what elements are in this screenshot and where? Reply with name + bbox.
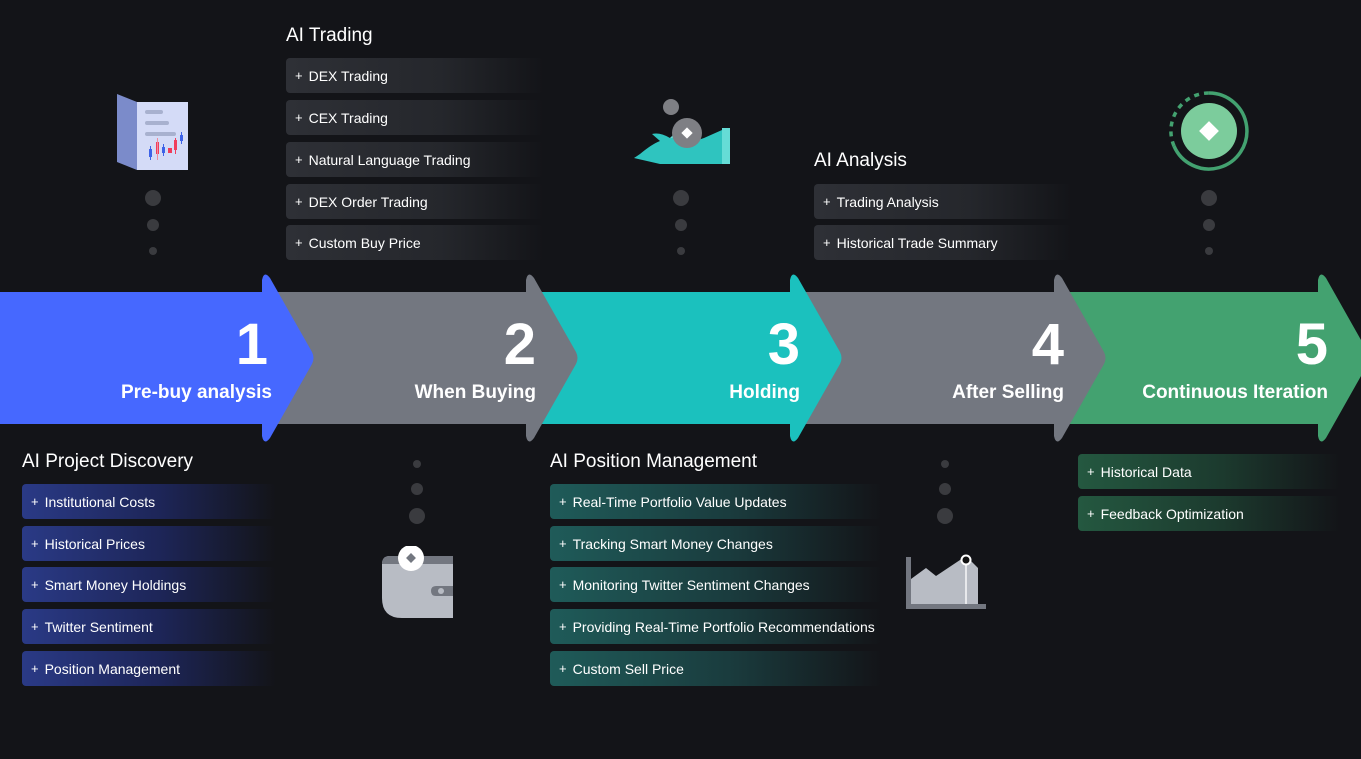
group-title-ai-trading: AI Trading bbox=[286, 25, 373, 46]
plus-icon: + bbox=[31, 619, 39, 634]
plus-icon: + bbox=[295, 235, 303, 250]
feature-item[interactable]: + Historical Prices bbox=[22, 526, 276, 561]
stage-arrow-1 bbox=[0, 274, 314, 442]
stage-number-3: 3 bbox=[767, 312, 800, 377]
group-title-ai-project-discovery: AI Project Discovery bbox=[22, 451, 194, 472]
feature-item[interactable]: + CEX Trading bbox=[286, 100, 544, 135]
feature-item[interactable]: + DEX Order Trading bbox=[286, 184, 544, 219]
connector-dot bbox=[939, 483, 951, 495]
connector-dot bbox=[1201, 190, 1217, 206]
feature-item-label: Smart Money Holdings bbox=[44, 576, 187, 593]
stage-number-5: 5 bbox=[1295, 312, 1328, 377]
feature-item-label: CEX Trading bbox=[308, 109, 388, 126]
feature-item[interactable]: + Tracking Smart Money Changes bbox=[550, 526, 882, 561]
feature-item[interactable]: + Providing Real-Time Portfolio Recommend… bbox=[550, 609, 882, 644]
connector-dot bbox=[413, 460, 421, 468]
plus-icon: + bbox=[295, 68, 303, 83]
stage-label-5: Continuous Iteration bbox=[1142, 382, 1328, 403]
group-title-ai-analysis: AI Analysis bbox=[814, 150, 907, 171]
plus-icon: + bbox=[823, 194, 831, 209]
plus-icon: + bbox=[559, 619, 567, 634]
connector-dot bbox=[1205, 247, 1213, 255]
connector-dot bbox=[937, 508, 953, 524]
connector-dot bbox=[677, 247, 685, 255]
feature-item-label: Tracking Smart Money Changes bbox=[572, 535, 773, 552]
stage-arrow-2 bbox=[274, 274, 578, 442]
feature-item[interactable]: + Smart Money Holdings bbox=[22, 567, 276, 602]
plus-icon: + bbox=[31, 536, 39, 551]
feature-item[interactable]: + Custom Buy Price bbox=[286, 225, 544, 260]
connector-dot bbox=[147, 219, 159, 231]
plus-icon: + bbox=[559, 494, 567, 509]
stage-label-3: Holding bbox=[729, 382, 800, 403]
feature-item[interactable]: + Historical Data bbox=[1078, 454, 1340, 489]
connector-dot bbox=[409, 508, 425, 524]
connector-dot bbox=[411, 483, 423, 495]
feature-item[interactable]: + Twitter Sentiment bbox=[22, 609, 276, 644]
feature-item-label: Trading Analysis bbox=[836, 193, 939, 210]
feature-item[interactable]: + Historical Trade Summary bbox=[814, 225, 1072, 260]
plus-icon: + bbox=[559, 536, 567, 551]
plus-icon: + bbox=[295, 110, 303, 125]
plus-icon: + bbox=[31, 661, 39, 676]
feature-item-label: Twitter Sentiment bbox=[44, 618, 153, 635]
stage-label-2: When Buying bbox=[414, 382, 536, 403]
wallet-coin-icon bbox=[382, 546, 453, 618]
hand-coin-icon bbox=[634, 99, 730, 164]
feature-item-label: Monitoring Twitter Sentiment Changes bbox=[572, 576, 810, 593]
feature-item[interactable]: + Feedback Optimization bbox=[1078, 496, 1340, 531]
connector-dot bbox=[941, 460, 949, 468]
document-chart-icon bbox=[117, 94, 188, 170]
stage-arrow-5 bbox=[1066, 274, 1361, 442]
feature-item[interactable]: + Trading Analysis bbox=[814, 184, 1072, 219]
plus-icon: + bbox=[295, 194, 303, 209]
plus-icon: + bbox=[1087, 464, 1095, 479]
feature-item-label: Real-Time Portfolio Value Updates bbox=[572, 493, 787, 510]
feature-item[interactable]: + Natural Language Trading bbox=[286, 142, 544, 177]
plus-icon: + bbox=[31, 577, 39, 592]
group-title-ai-position-management: AI Position Management bbox=[550, 451, 758, 472]
area-chart-icon bbox=[906, 554, 986, 609]
stage-arrow-4 bbox=[802, 274, 1106, 442]
feature-item-label: Custom Buy Price bbox=[308, 234, 421, 251]
feature-item[interactable]: + Real-Time Portfolio Value Updates bbox=[550, 484, 882, 519]
feature-item-label: DEX Trading bbox=[308, 67, 388, 84]
connector-dot bbox=[1203, 219, 1215, 231]
stage-number-1: 1 bbox=[235, 312, 268, 377]
feature-item[interactable]: + DEX Trading bbox=[286, 58, 544, 93]
stage-label-1: Pre-buy analysis bbox=[120, 382, 272, 403]
feature-item-label: DEX Order Trading bbox=[308, 193, 428, 210]
refresh-circle-icon bbox=[1169, 91, 1249, 171]
feature-item-label: Historical Data bbox=[1100, 463, 1192, 480]
connector-dot bbox=[145, 190, 161, 206]
feature-item[interactable]: + Institutional Costs bbox=[22, 484, 276, 519]
feature-item-label: Historical Trade Summary bbox=[836, 234, 998, 251]
feature-item-label: Institutional Costs bbox=[44, 493, 156, 510]
feature-item-label: Position Management bbox=[44, 660, 181, 677]
feature-item[interactable]: + Custom Sell Price bbox=[550, 651, 882, 686]
feature-item[interactable]: + Position Management bbox=[22, 651, 276, 686]
feature-item-label: Natural Language Trading bbox=[308, 151, 471, 168]
plus-icon: + bbox=[823, 235, 831, 250]
feature-item-label: Providing Real-Time Portfolio Recommenda… bbox=[572, 618, 875, 635]
feature-item-label: Historical Prices bbox=[44, 535, 145, 552]
connector-dot bbox=[149, 247, 157, 255]
plus-icon: + bbox=[295, 152, 303, 167]
plus-icon: + bbox=[559, 661, 567, 676]
feature-item-label: Custom Sell Price bbox=[572, 660, 684, 677]
connector-dot bbox=[673, 190, 689, 206]
connector-dot bbox=[675, 219, 687, 231]
feature-item-label: Feedback Optimization bbox=[1100, 505, 1244, 522]
feature-item[interactable]: + Monitoring Twitter Sentiment Changes bbox=[550, 567, 882, 602]
stage-arrow-3 bbox=[538, 274, 842, 442]
plus-icon: + bbox=[31, 494, 39, 509]
stage-label-4: After Selling bbox=[952, 382, 1064, 403]
stage-number-2: 2 bbox=[503, 312, 536, 377]
stage-number-4: 4 bbox=[1031, 312, 1064, 377]
plus-icon: + bbox=[1087, 506, 1095, 521]
plus-icon: + bbox=[559, 577, 567, 592]
